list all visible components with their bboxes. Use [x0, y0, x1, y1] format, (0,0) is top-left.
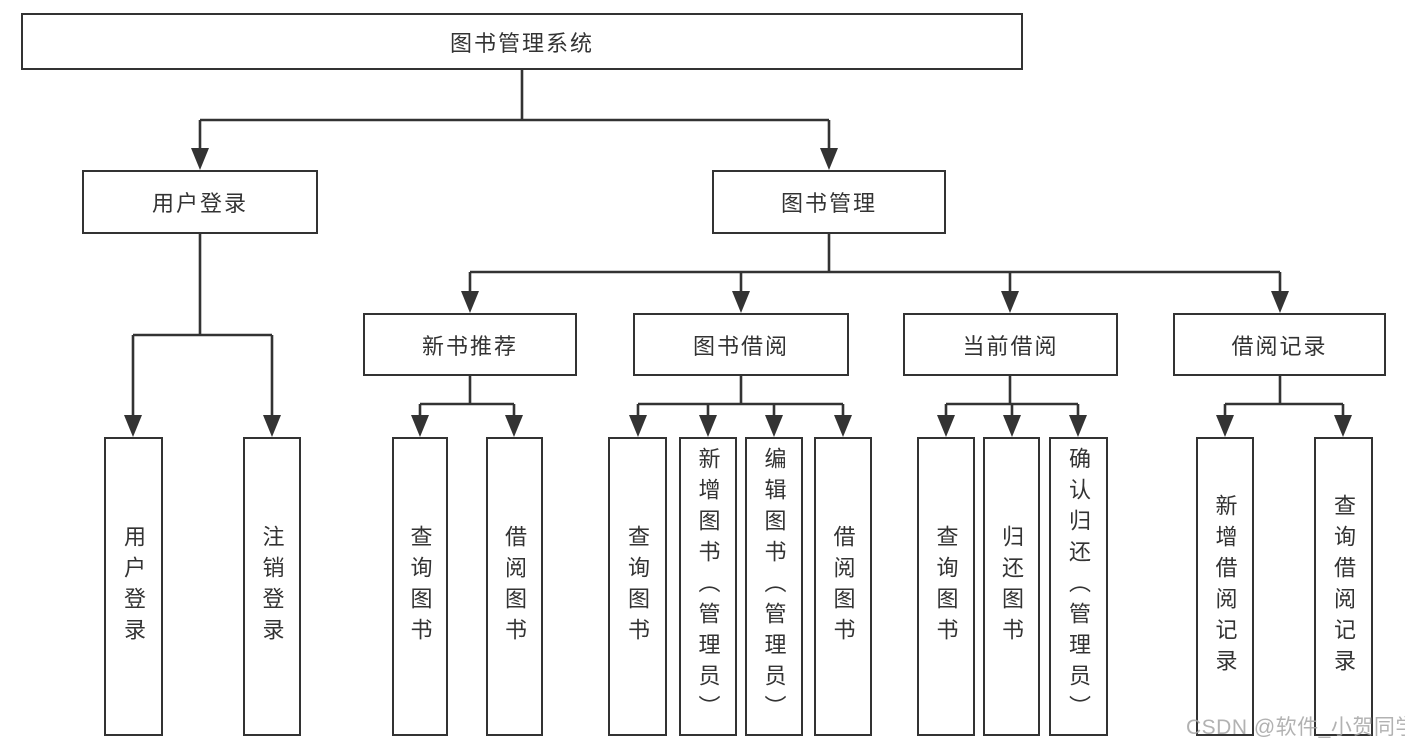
node-current-borrowing: 当前借阅 — [903, 313, 1118, 376]
node-label: 图书借阅 — [692, 333, 789, 359]
node-add-book-admin: 新增图书（管理员） — [679, 437, 737, 736]
node-borrow-books-borrowing: 借阅图书 — [814, 437, 872, 736]
node-query-books-current: 查询图书 — [917, 437, 975, 736]
connector-newbook-to-leaves — [418, 376, 516, 416]
node-user-login-leaf: 用户登录 — [104, 437, 163, 736]
node-label: 归还图书 — [999, 524, 1025, 649]
connector-borrowing-to-leaves — [636, 376, 845, 416]
node-label: 确认归还（管理员） — [1066, 447, 1092, 726]
connector-userlogin-to-leaves — [131, 234, 274, 417]
node-label: 新书推荐 — [421, 333, 518, 359]
node-query-books-recommend: 查询图书 — [392, 437, 448, 736]
watermark: CSDN @软件_小贺同学 — [1186, 716, 1405, 739]
node-label: 当前借阅 — [962, 333, 1059, 359]
connector-records-to-leaves — [1223, 376, 1345, 416]
node-label: 借阅图书 — [502, 524, 528, 649]
node-label: 用户登录 — [151, 191, 248, 216]
node-label: 新增图书（管理员） — [695, 447, 721, 726]
node-query-books-borrowing: 查询图书 — [608, 437, 667, 736]
node-new-book-recommendation: 新书推荐 — [363, 313, 577, 376]
node-book-management: 图书管理 — [712, 170, 946, 234]
node-query-borrow-record: 查询借阅记录 — [1314, 437, 1373, 736]
connector-current-to-leaves — [944, 376, 1080, 416]
node-borrow-books-recommend: 借阅图书 — [486, 437, 543, 736]
node-library-management-system: 图书管理系统 — [21, 13, 1023, 70]
node-label: 注销登录 — [259, 524, 285, 649]
node-label: 查询借阅记录 — [1331, 493, 1357, 680]
node-label: 新增借阅记录 — [1212, 493, 1238, 680]
node-confirm-return-admin: 确认归还（管理员） — [1049, 437, 1108, 736]
node-add-borrow-record: 新增借阅记录 — [1196, 437, 1254, 736]
node-borrowing-records: 借阅记录 — [1173, 313, 1386, 376]
connector-root-to-level2 — [198, 70, 831, 150]
node-label: 图书管理系统 — [449, 30, 594, 56]
node-edit-book-admin: 编辑图书（管理员） — [745, 437, 803, 736]
node-label: 查询图书 — [933, 524, 959, 649]
node-return-book: 归还图书 — [983, 437, 1040, 736]
node-label: 借阅图书 — [830, 524, 856, 649]
node-label: 查询图书 — [625, 524, 651, 649]
node-label: 借阅记录 — [1231, 333, 1328, 359]
node-logout: 注销登录 — [243, 437, 301, 736]
node-label: 编辑图书（管理员） — [761, 447, 787, 726]
connector-bookmgmt-to-level3 — [468, 234, 1282, 293]
node-user-login: 用户登录 — [82, 170, 318, 234]
node-label: 图书管理 — [780, 191, 877, 216]
node-label: 用户登录 — [121, 524, 147, 649]
node-label: 查询图书 — [407, 524, 433, 649]
node-book-borrowing: 图书借阅 — [633, 313, 849, 376]
